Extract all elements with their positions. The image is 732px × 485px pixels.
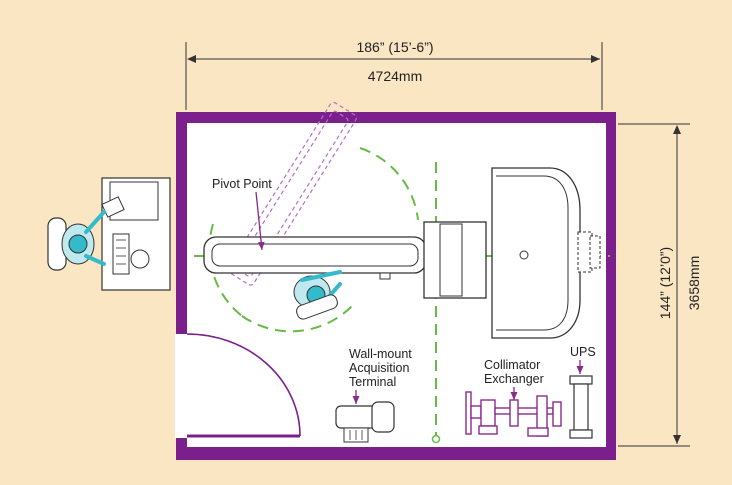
pivot-point-label: Pivot Point: [212, 177, 272, 191]
wall-mount-label-line3: Terminal: [349, 375, 396, 389]
collimator-exchanger: [465, 391, 562, 437]
ups-unit: [569, 375, 593, 439]
width-metric-label: 4724mm: [368, 68, 422, 84]
table-rotated-position: [227, 101, 357, 286]
collimator-label-line2: Exchanger: [484, 372, 544, 386]
depth-imperial-label: 144” (12’0”): [657, 247, 673, 319]
door-opening: [175, 334, 188, 438]
width-imperial-label: 186” (15’-6”): [356, 39, 433, 55]
wall-mount-label-line1: Wall-mount: [349, 347, 412, 361]
wall-mount-label-line2: Acquisition: [349, 361, 409, 375]
desk-operator: [47, 210, 106, 271]
depth-metric-label: 3658mm: [686, 256, 702, 310]
depth-dimension: 144” (12’0”) 3658mm: [618, 123, 702, 447]
width-dimension: 186” (15’-6”) 4724mm: [185, 39, 603, 110]
collimator-exchanger-label: Collimator Exchanger: [484, 358, 544, 386]
axis-marker: [431, 434, 441, 444]
pivot-point-arrow: [255, 191, 265, 251]
gantry: [423, 167, 601, 339]
door: [186, 333, 301, 438]
control-desk: [101, 177, 171, 291]
collimator-label-line1: Collimator: [484, 358, 540, 372]
mouse: [130, 249, 150, 269]
wall-mount-terminal-label: Wall-mount Acquisition Terminal: [349, 347, 412, 389]
wall-mount-terminal: [335, 401, 395, 443]
ups-label: UPS: [570, 345, 596, 359]
patient-table: [203, 236, 427, 280]
technician: [293, 270, 342, 320]
